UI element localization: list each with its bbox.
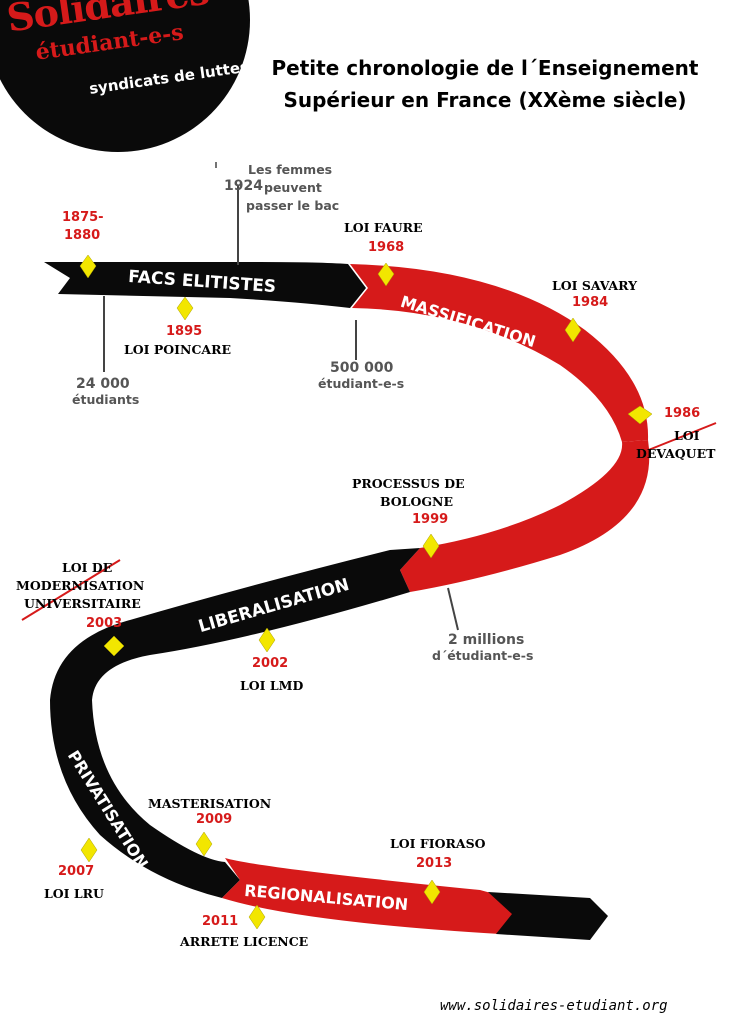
note-1924-line1: Les femmes <box>248 162 333 177</box>
year-2007: 2007 <box>58 864 95 879</box>
year-2009: 2009 <box>196 812 233 827</box>
year-2011: 2011 <box>202 914 239 929</box>
year-1999: 1999 <box>412 512 449 527</box>
year-2002: 2002 <box>252 656 289 671</box>
page-title-line1: Petite chronologie de l´Enseignement <box>271 56 699 80</box>
marker-2007 <box>80 837 98 863</box>
band-massification-curve <box>400 440 650 592</box>
label-masterisation: MASTERISATION <box>148 796 272 811</box>
band-massification <box>350 264 649 442</box>
line-2millions <box>447 587 459 631</box>
marker-1986 <box>627 405 653 425</box>
year-1924: 1924 <box>224 178 263 194</box>
year-1895: 1895 <box>166 324 203 339</box>
year-1875: 1875- <box>62 210 104 225</box>
page-title-line2: Supérieur en France (XXème siècle) <box>283 88 687 112</box>
label-loi-lmd: LOI LMD <box>240 678 304 693</box>
students-500000: 500 000 <box>330 360 394 376</box>
label-bologne: BOLOGNE <box>380 494 453 509</box>
year-1986: 1986 <box>664 406 701 421</box>
label-loi-de: LOI DE <box>62 560 113 575</box>
students-24000-label: étudiants <box>72 392 140 407</box>
band-regionalisation <box>222 858 515 934</box>
band-liberalisation <box>50 548 420 700</box>
label-loi-lru: LOI LRU <box>44 886 104 901</box>
footer-website[interactable]: www.solidaires-etudiant.org <box>440 998 668 1014</box>
label-universitaire: UNIVERSITAIRE <box>24 596 141 611</box>
label-loi-devaquet-1: LOI <box>674 428 700 443</box>
students-24000: 24 000 <box>76 376 130 392</box>
marker-2002 <box>258 627 276 653</box>
strike-modernisation <box>21 559 121 621</box>
students-500000-label: étudiant-e-s <box>318 376 405 391</box>
label-processus-de: PROCESSUS DE <box>352 476 465 491</box>
band-facs-elitistes <box>44 262 366 308</box>
year-1984: 1984 <box>572 295 609 310</box>
note-1924-line3: passer le bac <box>246 198 340 213</box>
students-2millions-label: d´étudiant-e-s <box>432 648 534 663</box>
marker-2009 <box>195 831 213 857</box>
year-1968: 1968 <box>368 240 405 255</box>
label-loi-devaquet-2: DEVAQUET <box>636 446 716 461</box>
label-modernisation: MODERNISATION <box>16 578 145 593</box>
marker-1984 <box>564 317 582 343</box>
note-1924-line2: peuvent <box>264 180 322 195</box>
marker-1968 <box>377 262 395 287</box>
marker-1875 <box>79 254 97 279</box>
marker-2003 <box>103 635 125 657</box>
logo-circle <box>0 0 250 152</box>
label-loi-savary: LOI SAVARY <box>552 278 638 293</box>
year-2003: 2003 <box>86 616 123 631</box>
label-loi-fioraso: LOI FIORASO <box>390 836 486 851</box>
students-2millions: 2 millions <box>448 632 525 648</box>
strike-devaquet <box>635 422 717 456</box>
marker-2011 <box>248 904 266 930</box>
label-loi-faure: LOI FAURE <box>344 220 423 235</box>
year-1880: 1880 <box>64 228 101 243</box>
label-arrete-licence: ARRETE LICENCE <box>180 934 309 949</box>
year-2013: 2013 <box>416 856 453 871</box>
label-loi-poincare: LOI POINCARE <box>124 342 232 357</box>
marker-1999 <box>422 533 440 559</box>
marker-2013 <box>423 879 441 905</box>
band-final-arrow <box>488 892 608 940</box>
band-privatisation <box>50 700 240 898</box>
marker-1895 <box>176 296 194 321</box>
